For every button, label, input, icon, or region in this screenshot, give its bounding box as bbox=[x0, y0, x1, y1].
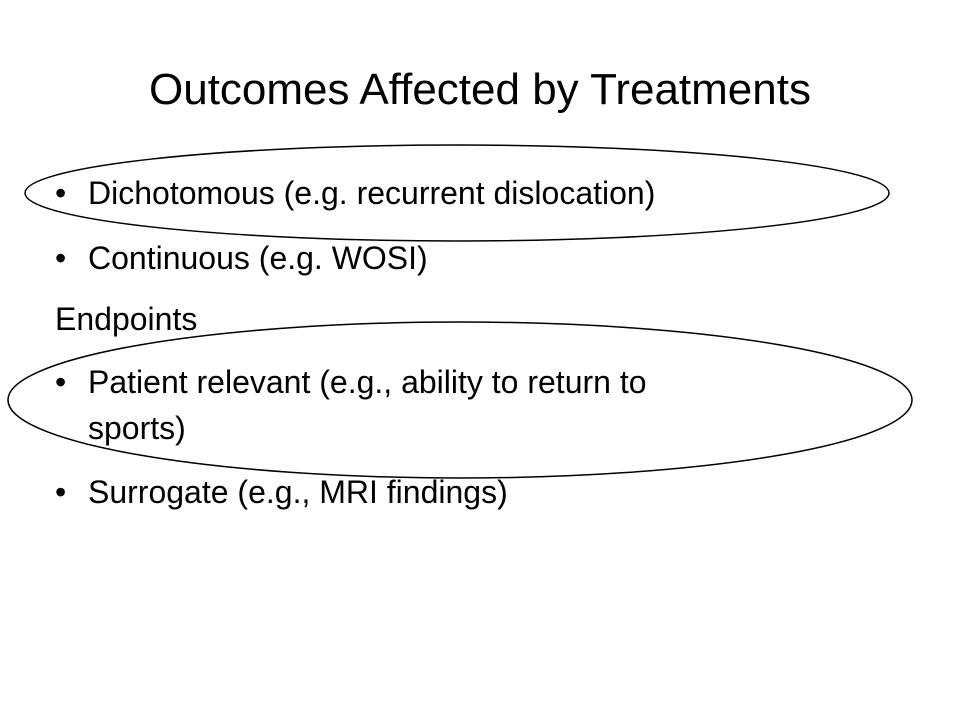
list-item-patient-relevant-line1: Patient relevant (e.g., ability to retur… bbox=[88, 364, 647, 400]
bullet-dot: • bbox=[55, 175, 67, 211]
slide-title: Outcomes Affected by Treatments bbox=[149, 65, 811, 114]
list-item-continuous: Continuous (e.g. WOSI) bbox=[88, 240, 428, 276]
bullet-dot: • bbox=[55, 474, 67, 510]
bullet-dot: • bbox=[55, 364, 67, 400]
list-item-patient-relevant-line2: sports) bbox=[88, 410, 186, 446]
bullet-dot: • bbox=[55, 240, 67, 276]
list-item-dichotomous: Dichotomous (e.g. recurrent dislocation) bbox=[88, 175, 656, 211]
endpoints-heading: Endpoints bbox=[55, 301, 198, 337]
list-item-surrogate: Surrogate (e.g., MRI findings) bbox=[88, 474, 508, 510]
